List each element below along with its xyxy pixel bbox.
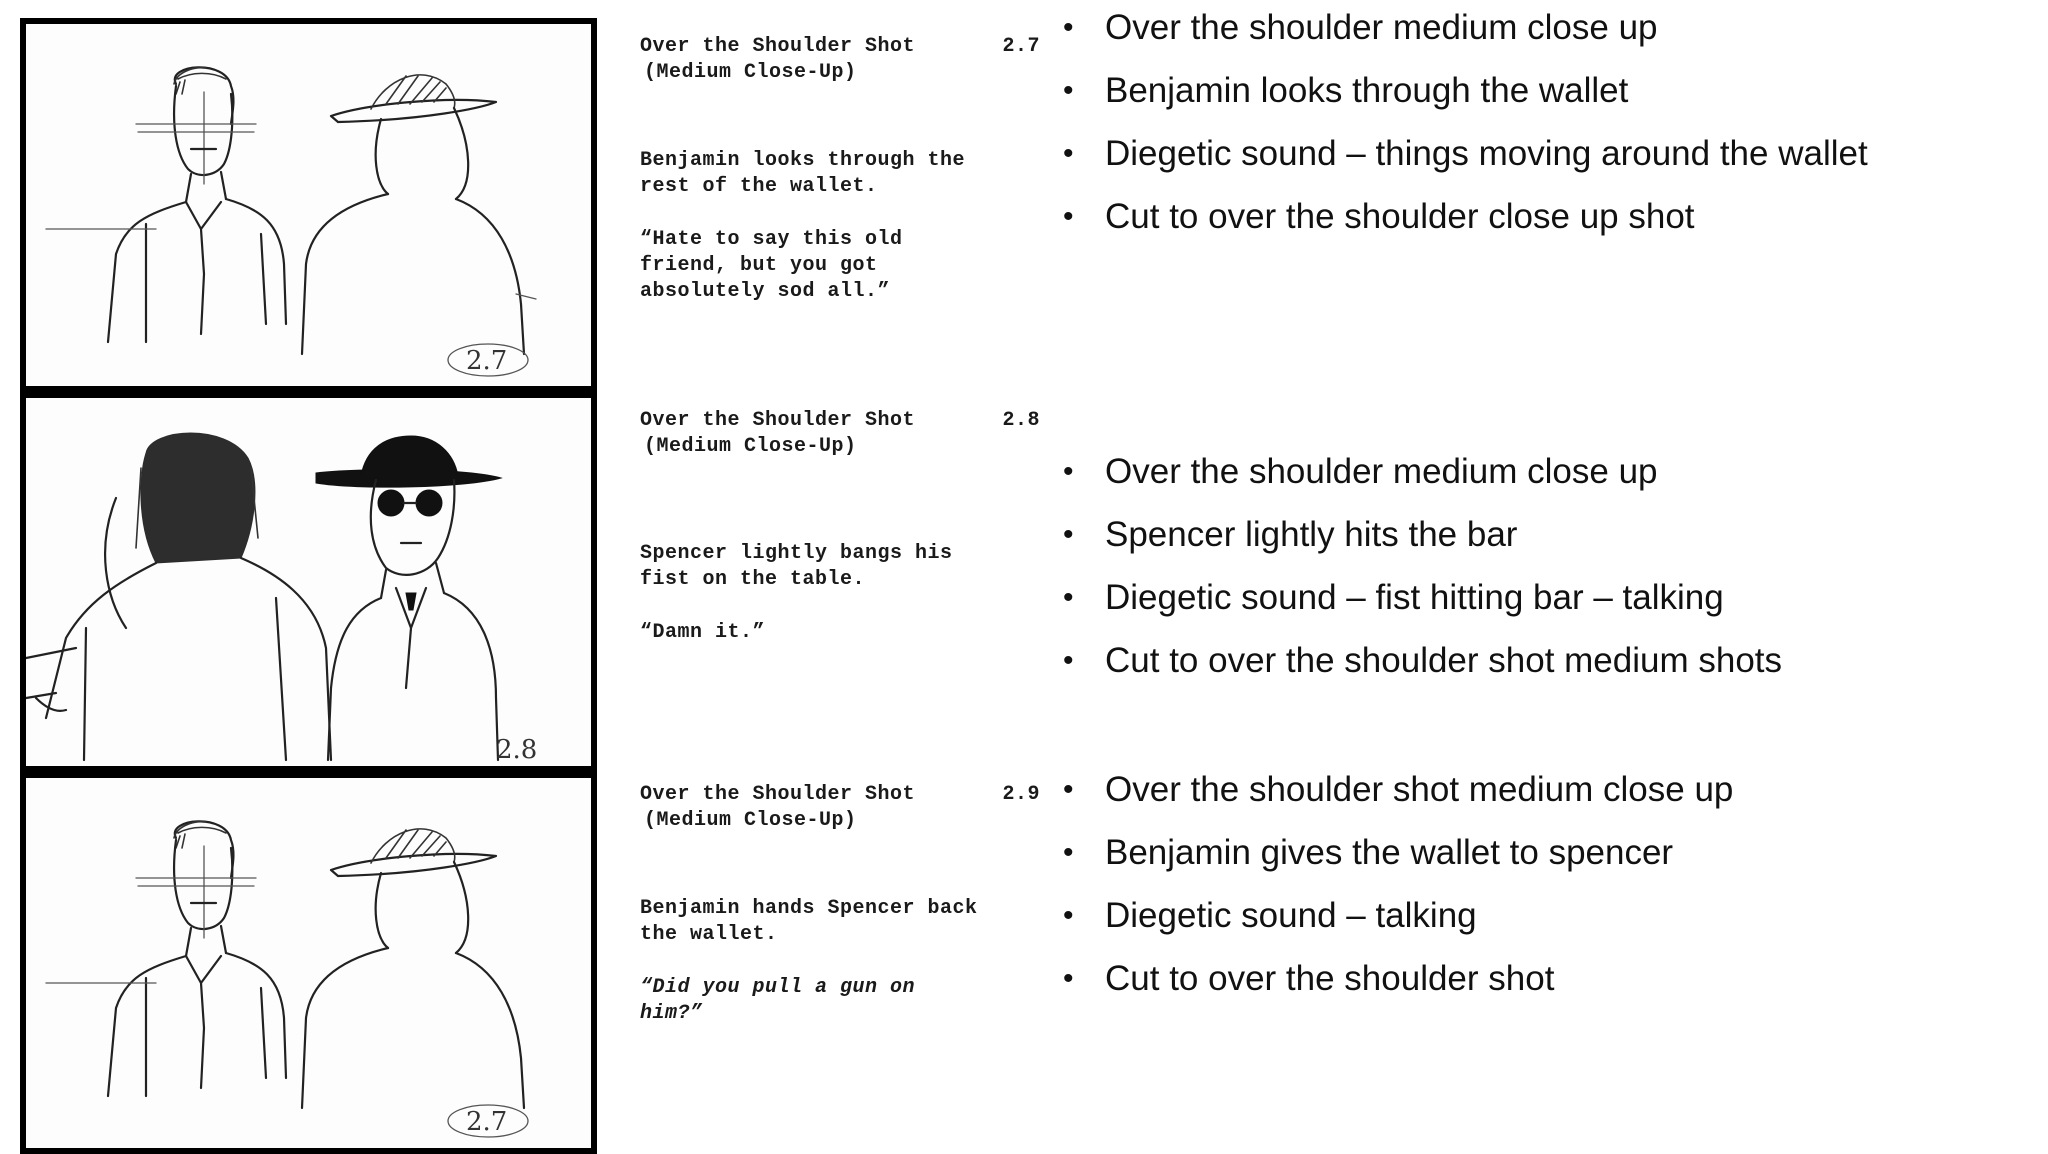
shot-size: (Medium Close-Up) bbox=[644, 61, 857, 84]
bullet-item: •Over the shoulder medium close up bbox=[1063, 2, 2023, 65]
bullet-item: •Over the shoulder medium close up bbox=[1063, 446, 2023, 509]
shot-bullets-3: •Over the shoulder shot medium close up … bbox=[1063, 764, 2023, 1016]
bullet-icon: • bbox=[1063, 200, 1074, 233]
bullet-icon: • bbox=[1063, 11, 1074, 44]
bullet-icon: • bbox=[1063, 137, 1074, 170]
shot-size: (Medium Close-Up) bbox=[644, 809, 857, 832]
shot-dialogue: “Did you pull a gun on him?” bbox=[640, 976, 916, 1025]
bullet-icon: • bbox=[1063, 644, 1074, 677]
bullet-icon: • bbox=[1063, 74, 1074, 107]
shot-dialogue: “Hate to say this old friend, but you go… bbox=[640, 228, 903, 303]
bullet-icon: • bbox=[1063, 962, 1074, 995]
shot-number: 2.7 bbox=[1002, 35, 1040, 58]
bullet-icon: • bbox=[1063, 773, 1074, 806]
shot-bullets-1: •Over the shoulder medium close up •Benj… bbox=[1063, 2, 2023, 254]
panel-number: 2.7 bbox=[466, 1107, 507, 1137]
bullet-item: •Spencer lightly hits the bar bbox=[1063, 509, 2023, 572]
shot-notes-1: Over the Shoulder Shot 2.7 (Medium Close… bbox=[640, 34, 1040, 305]
bullet-item: •Diegetic sound – fist hitting bar – tal… bbox=[1063, 572, 2023, 635]
bullet-icon: • bbox=[1063, 836, 1074, 869]
storyboard-panel-2: 2.8 bbox=[20, 392, 597, 772]
shot-action: Benjamin hands Spencer back the wallet. bbox=[640, 897, 978, 946]
shot-bullets-2: •Over the shoulder medium close up •Spen… bbox=[1063, 446, 2023, 698]
shot-type: Over the Shoulder Shot bbox=[640, 35, 916, 58]
panel-number: 2.8 bbox=[496, 735, 537, 765]
bullet-item: •Cut to over the shoulder shot bbox=[1063, 953, 2023, 1016]
shot-notes-3: Over the Shoulder Shot 2.9 (Medium Close… bbox=[640, 782, 1040, 1027]
bullet-item: •Over the shoulder shot medium close up bbox=[1063, 764, 2023, 827]
bullet-item: •Benjamin gives the wallet to spencer bbox=[1063, 827, 2023, 890]
bullet-icon: • bbox=[1063, 518, 1074, 551]
bullet-item: •Cut to over the shoulder shot medium sh… bbox=[1063, 635, 2023, 698]
sketch-benjamin-and-spencer: 2.7 bbox=[45, 66, 537, 377]
bullet-item: •Cut to over the shoulder close up shot bbox=[1063, 191, 2023, 254]
sketch-spencer-facing: 2.8 bbox=[26, 432, 537, 765]
shot-size: (Medium Close-Up) bbox=[644, 435, 857, 458]
sketch-benjamin-and-spencer: 2.7 bbox=[45, 820, 529, 1138]
storyboard-panel-3: 2.7 bbox=[20, 772, 597, 1154]
shot-action: Benjamin looks through the rest of the w… bbox=[640, 149, 966, 198]
panel-number: 2.7 bbox=[466, 346, 507, 376]
shot-dialogue: “Damn it.” bbox=[640, 621, 766, 644]
bullet-icon: • bbox=[1063, 899, 1074, 932]
shot-type: Over the Shoulder Shot bbox=[640, 409, 916, 432]
bullet-icon: • bbox=[1063, 581, 1074, 614]
shot-number: 2.9 bbox=[1002, 783, 1040, 806]
bullet-icon: • bbox=[1063, 455, 1074, 488]
shot-type: Over the Shoulder Shot bbox=[640, 783, 916, 806]
bullet-item: •Diegetic sound – things moving around t… bbox=[1063, 128, 2023, 191]
bullet-item: •Benjamin looks through the wallet bbox=[1063, 65, 2023, 128]
bullet-item: •Diegetic sound – talking bbox=[1063, 890, 2023, 953]
shot-notes-2: Over the Shoulder Shot 2.8 (Medium Close… bbox=[640, 408, 1040, 646]
storyboard-panel-1: 2.7 bbox=[20, 18, 597, 392]
shot-action: Spencer lightly bangs his fist on the ta… bbox=[640, 542, 953, 591]
shot-number: 2.8 bbox=[1002, 409, 1040, 432]
